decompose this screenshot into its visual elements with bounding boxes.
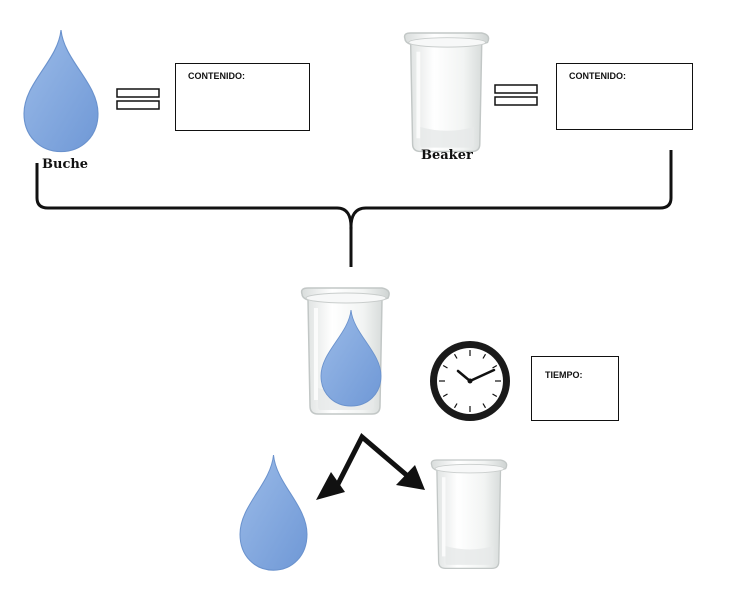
drop-icon [23, 29, 99, 153]
beaker-icon [429, 458, 509, 571]
beaker-content-box[interactable]: CONTENIDO: [556, 63, 693, 130]
clock-icon [430, 341, 510, 421]
beaker-content-label: CONTENIDO: [569, 71, 626, 81]
arrow-icon [316, 433, 425, 500]
brace-connector [35, 150, 673, 267]
time-box[interactable]: TIEMPO: [531, 356, 619, 421]
buche-content-label: CONTENIDO: [188, 71, 245, 81]
beaker-label: Beaker [421, 148, 473, 163]
buche-content-box[interactable]: CONTENIDO: [175, 63, 310, 131]
beaker-icon [402, 31, 491, 154]
equals-icon [116, 88, 160, 110]
equals-icon [494, 84, 538, 106]
buche-label: Buche [42, 157, 89, 172]
time-label: TIEMPO: [545, 370, 583, 380]
drop-icon [239, 454, 308, 571]
